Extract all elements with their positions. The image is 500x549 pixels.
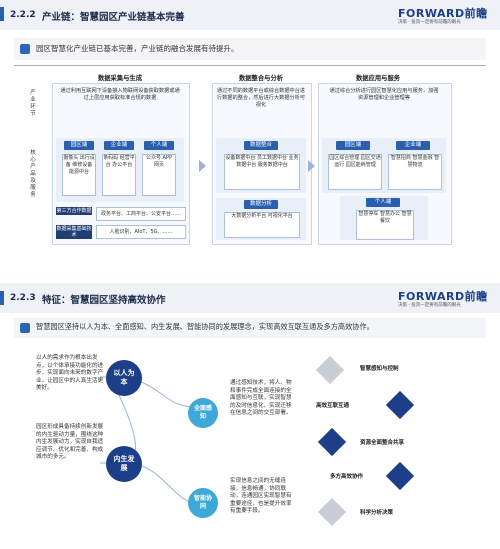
column-heading: 数据采集与生成 (97, 75, 143, 82)
brand-tagline: 决策 · 投资一定要有前瞻的眼光 (398, 303, 461, 308)
park-items: 园区综合管理 园区交通运行 园区能耗管理 (328, 154, 382, 190)
flow-arrow-icon (199, 160, 206, 172)
brand-logo: FORWARD前瞻 (398, 290, 488, 303)
brand-tagline: 决策 · 投资一定要有前瞻的眼光 (398, 20, 461, 25)
column-heading: 数据整合与分析 (238, 75, 284, 82)
enterprise-items: 智慧招商 智慧金融 智慧物流 (388, 154, 442, 190)
section-number: 2.2.3 (10, 293, 36, 303)
section-title: 特征：智慧园区坚持高效协作 (42, 295, 166, 306)
analysis-items: 大数据分析平台 可视化平台 (224, 212, 300, 238)
feature-label: 科学分析决策 (360, 510, 394, 516)
header-accent (0, 7, 4, 21)
feature-text: 园区形成具备持续创新发展的内生驱动力量，围绕这种内生发展动力，实现自我适应调节、… (36, 424, 104, 461)
image-icon (317, 427, 347, 457)
tag-enterprise: 企业端 (396, 141, 430, 150)
diamond-icon (385, 390, 415, 420)
group-items: 摄像头 出行设备 维修设备 能源中台 (62, 154, 96, 196)
divider (14, 65, 486, 66)
row-label: 核心产品及服务 (30, 150, 36, 198)
header-accent (0, 291, 4, 305)
diamond-icon (315, 355, 345, 385)
column-description: 通过利用互联网下设备接入物联网设备获取数据或通过上层应用获取标准合规的数据 (60, 88, 180, 101)
section-header-1 (0, 0, 500, 30)
person-items: 智慧停车 智慧办公 智慧餐饮 (356, 210, 414, 240)
circle-collaboration: 智能协同 (188, 488, 218, 518)
summary-box (14, 38, 486, 60)
base-tech-tag: 数据采集基础技术 (56, 225, 92, 239)
feature-label: 资源全面整合共享 (360, 440, 405, 446)
third-party-text: 政务平台、工商平台、公安平台…… (96, 207, 186, 221)
section-header-2 (0, 283, 500, 313)
column-heading: 数据应用与服务 (355, 75, 401, 82)
tag-person: 个人端 (144, 141, 174, 150)
feature-text: 通过感知技术，将人、物和事件完成全面连接的全面感知与互联，实现智慧的及时信息化、… (230, 380, 292, 417)
circle-endogenous: 内生发展 (106, 446, 142, 482)
column-description: 通过综合分析进行园区智慧化应用与服务，加强资源管理和企业管理等 (329, 88, 439, 101)
circle-perception: 全面感知 (188, 398, 218, 428)
third-party-tag: 第三方合作数据 (56, 207, 92, 215)
tag-person: 个人端 (366, 198, 400, 207)
group-items: 条码码 经营平台 办公平台 (102, 154, 136, 196)
column-description: 通过不同的数据平台或综合数据中台进行数据的整合，然后进行大数据分析可视化 (216, 88, 306, 108)
group-items: 公众号 APP 网页 (142, 154, 176, 196)
base-tech-text: 人脸识别、AIoT、5G、…… (96, 225, 186, 239)
summary-text: 园区智慧化产业链已基本完善，产业链的融合发展有待提升。 (36, 44, 239, 53)
feature-text: 实现信息之间的无缝连接，信息畅通，协同联动，连通园区实现智慧有重要途径，也是提升… (230, 478, 292, 515)
tag-enterprise: 企业端 (104, 141, 134, 150)
feature-text: 以人的需求作为根本出发点，以个体承接功能化的进步，实现面向未来的数字产业，让园区… (36, 355, 104, 392)
share-icon (385, 461, 415, 491)
tag-integration: 数据整合 (244, 141, 278, 150)
tag-park: 园区端 (64, 141, 94, 150)
integration-items: 设备数据中台 员工数据中台 业务数据中台 服务数据中台 (224, 154, 300, 190)
row-label: 产业环节 (30, 90, 36, 117)
tag-analysis: 数据分析 (244, 200, 278, 209)
summary-text: 智慧园区坚持以人为本、全面感知、内生发展、智能协同的发展理念，实现高效互联互通及… (36, 322, 374, 331)
feature-label: 高效互联互通 (316, 403, 350, 409)
summary-box (14, 318, 486, 338)
feature-label: 智慧感知与控制 (360, 366, 399, 372)
document-icon (20, 323, 30, 333)
circle-people-oriented: 以人为本 (106, 360, 142, 396)
tag-park: 园区端 (336, 141, 370, 150)
flow-arrow-icon (308, 160, 315, 172)
diamond-icon (317, 497, 347, 527)
section-number: 2.2.2 (10, 10, 36, 20)
feature-label: 多方高效协作 (330, 474, 364, 480)
brand-logo: FORWARD前瞻 (398, 7, 488, 20)
document-icon (20, 44, 30, 54)
section-title: 产业链：智慧园区产业链基本完善 (42, 12, 185, 23)
